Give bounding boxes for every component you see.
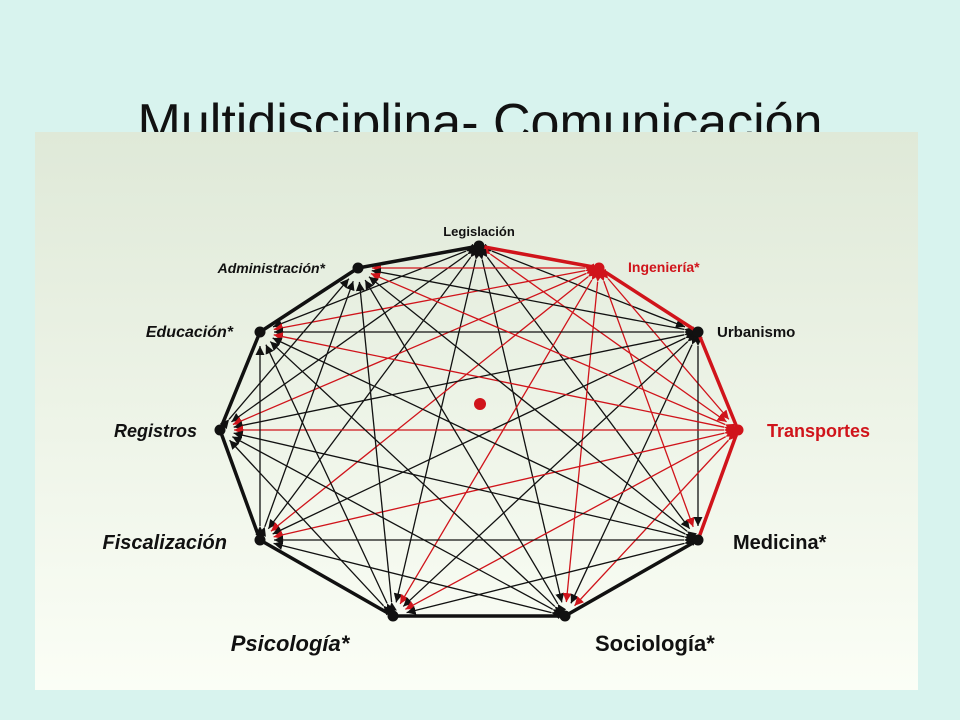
ring-ingenieria-urbanismo	[597, 266, 700, 334]
edge-registros-administracion	[219, 278, 350, 430]
ring-administracion-legislacion	[356, 244, 481, 270]
ring-educacion-administracion	[258, 266, 360, 334]
node-psicologia	[387, 610, 399, 622]
ring-fiscalizacion-registros	[218, 428, 262, 542]
node-medicina	[692, 534, 704, 546]
node-urbanismo	[692, 326, 704, 338]
label-registros: Registros	[114, 421, 197, 441]
label-ingenieria: Ingeniería*	[628, 259, 700, 275]
edge-psicologia-administracion	[355, 281, 397, 612]
ring-psicologia-fiscalizacion	[258, 538, 395, 618]
node-fiscalizacion	[254, 534, 266, 546]
node-sociologia	[559, 610, 571, 622]
label-transportes: Transportes	[767, 421, 870, 441]
label-medicina: Medicina*	[733, 532, 827, 554]
ring-registros-educacion	[218, 330, 262, 432]
panel-background	[35, 132, 918, 690]
center-node	[474, 398, 486, 410]
ring-urbanismo-transportes	[696, 330, 740, 432]
ring-transportes-medicina	[696, 428, 740, 542]
node-registros	[214, 424, 226, 436]
node-transportes	[732, 424, 744, 436]
ring-legislacion-ingenieria	[477, 244, 601, 270]
diagram-nodes	[214, 240, 744, 622]
connection-lines	[219, 243, 738, 620]
label-sociologia: Sociología*	[595, 631, 715, 656]
label-fiscalizacion: Fiscalización	[103, 532, 228, 554]
label-educacion: Educación*	[146, 324, 234, 341]
node-ingenieria	[593, 262, 605, 274]
ring-medicina-sociologia	[563, 538, 700, 618]
label-administracion: Administración*	[217, 260, 326, 276]
perimeter-ring	[218, 244, 740, 618]
node-educacion	[254, 326, 266, 338]
node-legislacion	[473, 240, 485, 252]
node-administracion	[352, 262, 364, 274]
label-legislacion: Legislación	[443, 224, 515, 239]
edge-sociologia-administracion	[364, 279, 567, 615]
label-psicologia: Psicología*	[231, 631, 351, 656]
label-urbanismo: Urbanismo	[717, 324, 795, 341]
